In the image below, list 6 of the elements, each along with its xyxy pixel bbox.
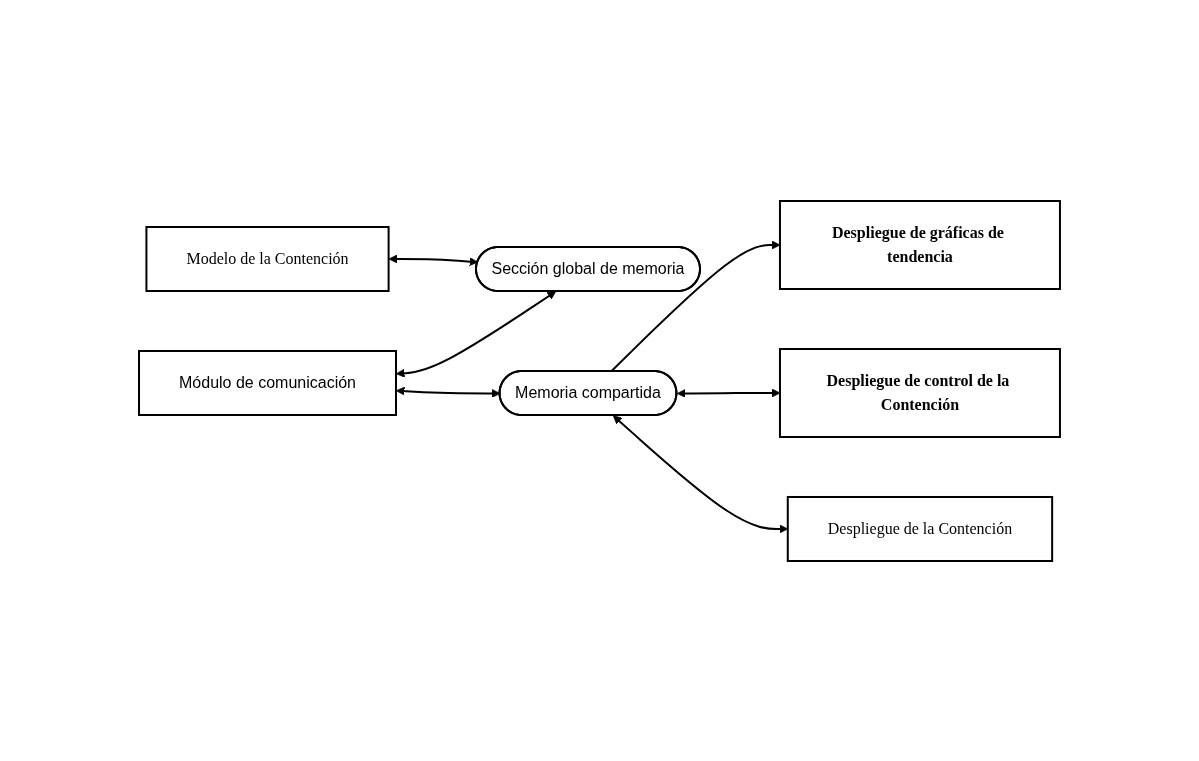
node-box: Modelo de la Contención bbox=[145, 225, 390, 292]
node-box: Despliegue de la Contención bbox=[786, 495, 1054, 562]
node-box: Despliegue de control de la Contención bbox=[779, 347, 1061, 438]
node-box: Despliegue de gráficas de tendencia bbox=[779, 199, 1061, 290]
node-box: Módulo de comunicación bbox=[138, 349, 397, 416]
arrow bbox=[396, 290, 557, 378]
